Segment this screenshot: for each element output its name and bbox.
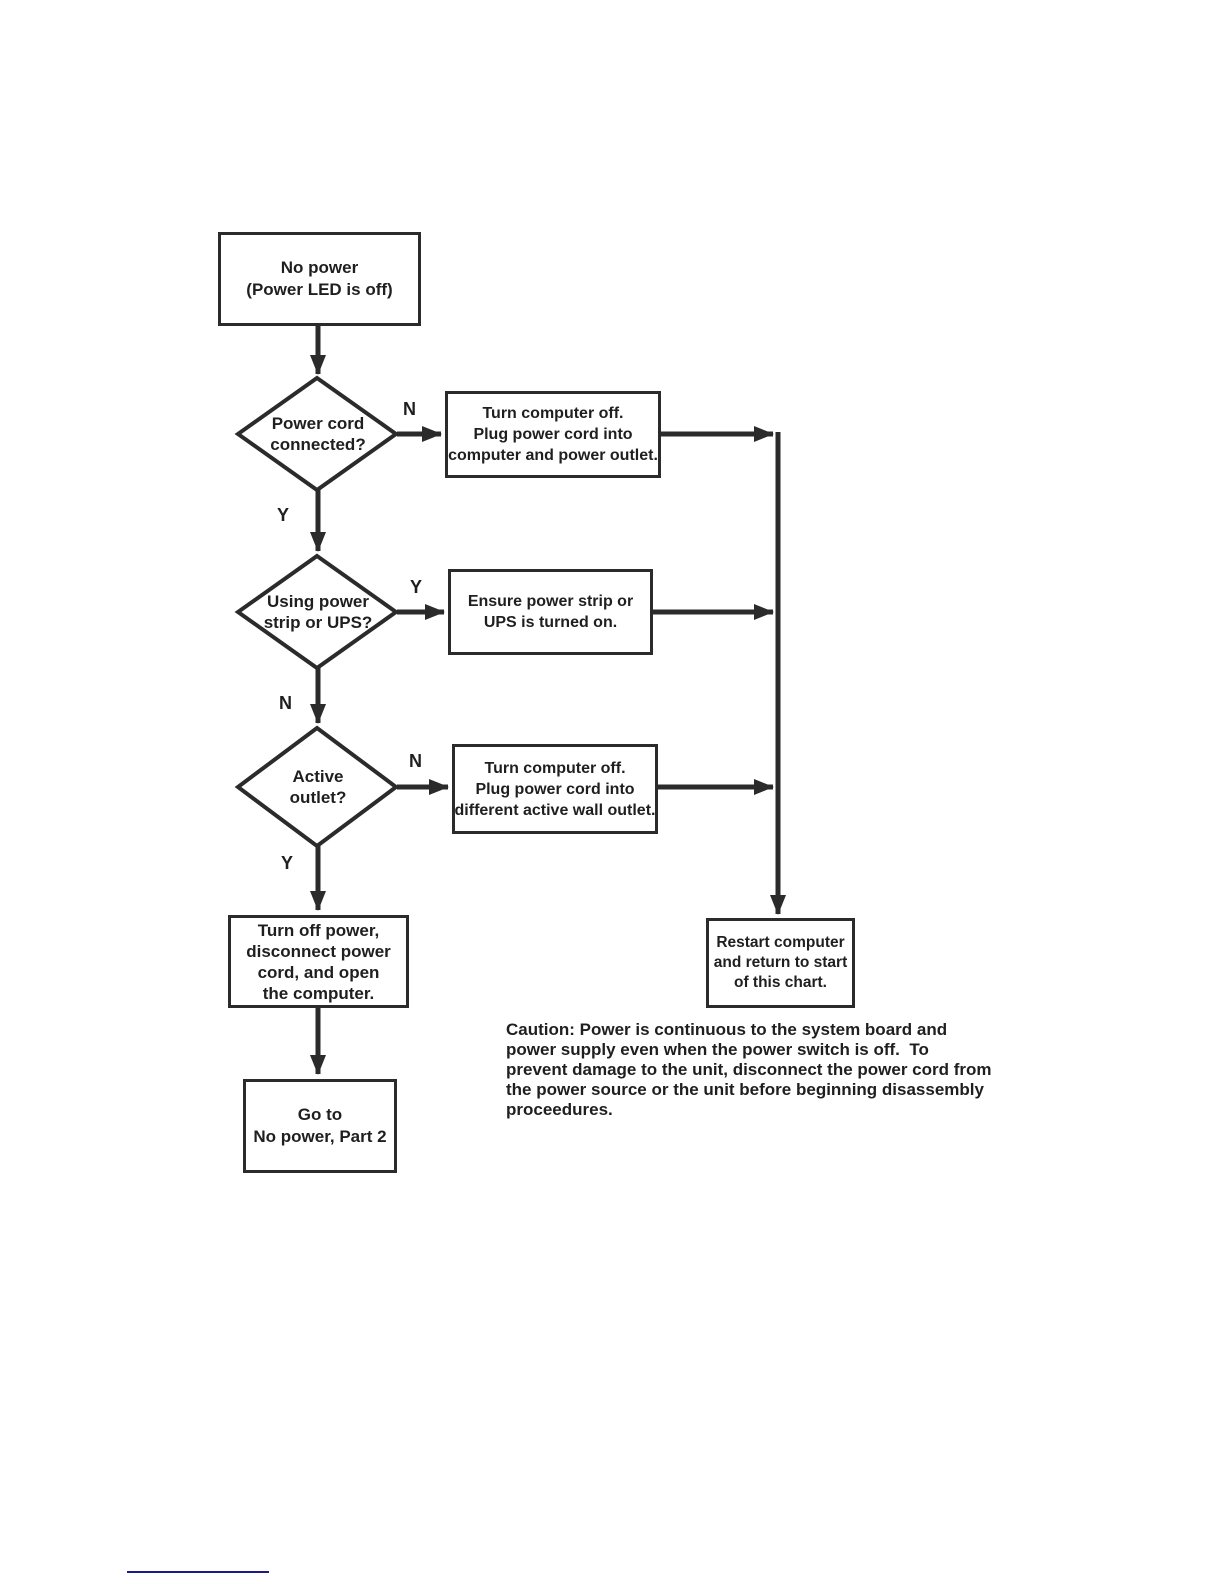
action-ensure-strip-on-box: Ensure power strip or UPS is turned on.: [448, 569, 653, 655]
branch-label-active-outlet-yes: Y: [281, 853, 294, 873]
decision-active-outlet-label: Active outlet?: [289, 767, 347, 807]
action-different-outlet-box: Turn computer off. Plug power cord into …: [452, 744, 658, 834]
caution-text: Caution: Power is continuous to the syst…: [506, 1020, 992, 1119]
action-plug-into-outlet-box: Turn computer off. Plug power cord into …: [445, 391, 661, 478]
start-node-no-power: No power (Power LED is off): [218, 232, 421, 326]
decision-power-cord-label: Power cord connected?: [270, 414, 366, 454]
action-restart-computer-box: Restart computer and return to start of …: [706, 918, 855, 1008]
branch-label-power-strip-no: N: [279, 693, 292, 713]
branch-label-power-strip-yes: Y: [410, 577, 423, 597]
branch-label-active-outlet-no: N: [409, 751, 422, 771]
branch-label-power-cord-no: N: [403, 399, 416, 419]
footnote-rule: [127, 1571, 269, 1573]
decision-active-outlet-diamond: [234, 725, 400, 849]
branch-label-power-cord-yes: Y: [277, 505, 290, 525]
goto-no-power-part2-box: Go to No power, Part 2: [243, 1079, 397, 1173]
decision-power-cord-diamond: [234, 375, 400, 493]
decision-power-strip-diamond: [234, 553, 400, 671]
decision-power-strip-label: Using power strip or UPS?: [263, 592, 373, 632]
action-open-computer-box: Turn off power, disconnect power cord, a…: [228, 915, 409, 1008]
